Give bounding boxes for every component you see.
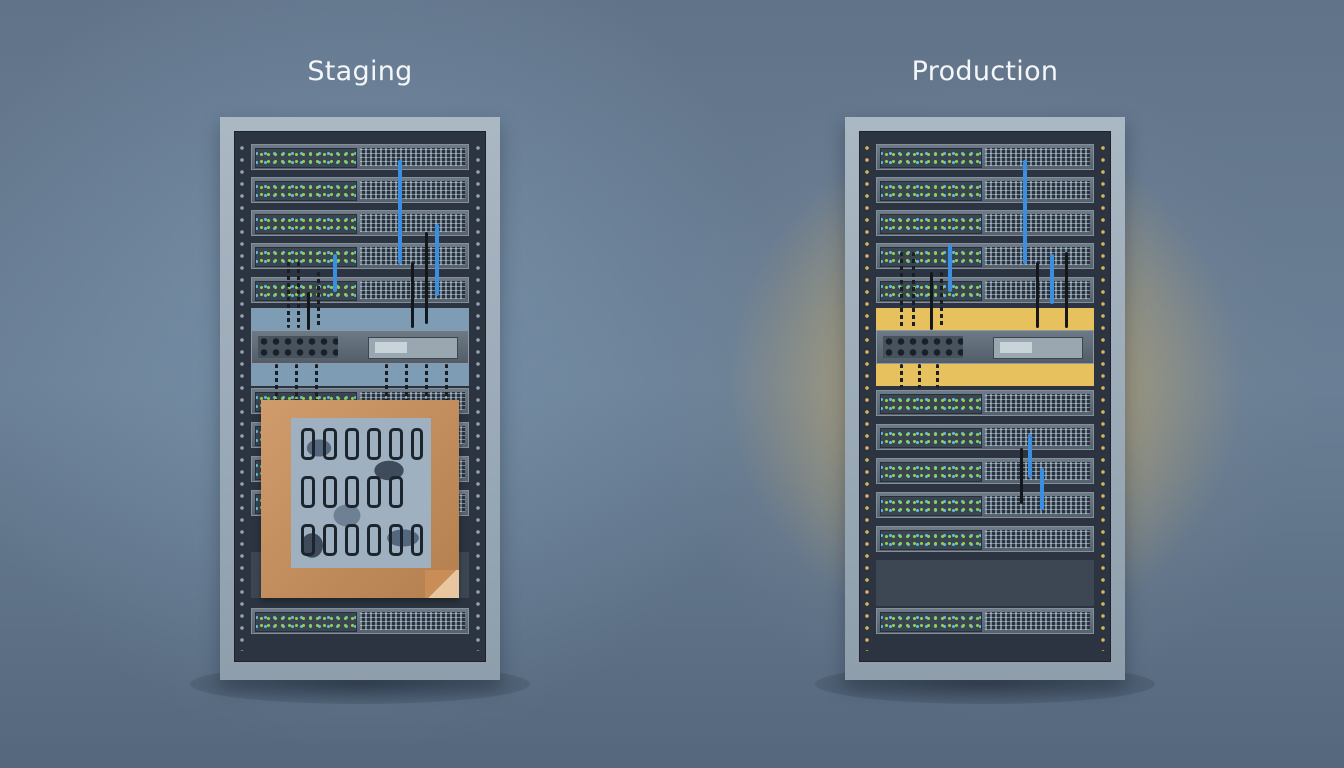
- network-cable: [948, 244, 952, 292]
- peeling-corner: [425, 570, 459, 598]
- network-cable: [918, 364, 921, 388]
- server-unit: [876, 424, 1094, 450]
- rack-band-highlight: [876, 308, 1094, 330]
- network-cable: [385, 364, 388, 404]
- staging-rack[interactable]: [220, 117, 500, 680]
- server-unit: [876, 492, 1094, 518]
- blank-panel: [876, 560, 1094, 606]
- server-unit: [876, 277, 1094, 303]
- server-unit: [876, 210, 1094, 236]
- network-cable: [411, 262, 414, 328]
- network-cable: [912, 252, 915, 328]
- server-unit: [876, 458, 1094, 484]
- server-unit: [876, 608, 1094, 634]
- network-switch: [251, 330, 469, 364]
- network-cable: [333, 254, 337, 292]
- rack-band: [251, 364, 469, 386]
- network-cable: [900, 252, 903, 328]
- production-title: Production: [911, 56, 1059, 87]
- network-cable: [307, 292, 310, 330]
- server-unit: [876, 243, 1094, 269]
- server-unit: [251, 144, 469, 170]
- production-rack-inner: [859, 131, 1111, 662]
- server-unit: [251, 608, 469, 634]
- network-cable: [1065, 252, 1068, 328]
- server-unit: [876, 177, 1094, 203]
- staging-title: Staging: [307, 56, 413, 87]
- network-switch: [876, 330, 1094, 364]
- network-cable: [317, 272, 320, 328]
- server-unit: [876, 144, 1094, 170]
- network-cable: [940, 272, 943, 328]
- network-cable: [900, 364, 903, 388]
- network-cable: [1050, 254, 1054, 304]
- server-unit: [251, 177, 469, 203]
- network-cable: [435, 224, 439, 296]
- cardboard-patch-icon: [261, 400, 459, 598]
- network-cable: [936, 364, 939, 388]
- production-rack[interactable]: [845, 117, 1125, 680]
- staging-rack-inner: [234, 131, 486, 662]
- network-cable: [930, 272, 933, 330]
- network-cable: [297, 262, 300, 328]
- network-cable: [1023, 160, 1027, 264]
- network-cable: [1028, 434, 1032, 478]
- rack-band-highlight: [876, 364, 1094, 386]
- server-unit: [876, 526, 1094, 552]
- camouflage-panel: [291, 418, 431, 568]
- network-cable: [405, 364, 408, 404]
- network-cable: [295, 364, 298, 404]
- network-cable: [287, 262, 290, 328]
- network-cable: [425, 232, 428, 324]
- network-cable: [398, 160, 402, 264]
- network-cable: [445, 364, 448, 404]
- network-cable: [1036, 262, 1039, 328]
- rack-band: [251, 308, 469, 330]
- network-cable: [315, 364, 318, 404]
- network-cable: [425, 364, 428, 404]
- network-cable: [1040, 468, 1044, 510]
- network-cable: [275, 364, 278, 404]
- server-unit: [876, 390, 1094, 416]
- network-cable: [1020, 448, 1023, 504]
